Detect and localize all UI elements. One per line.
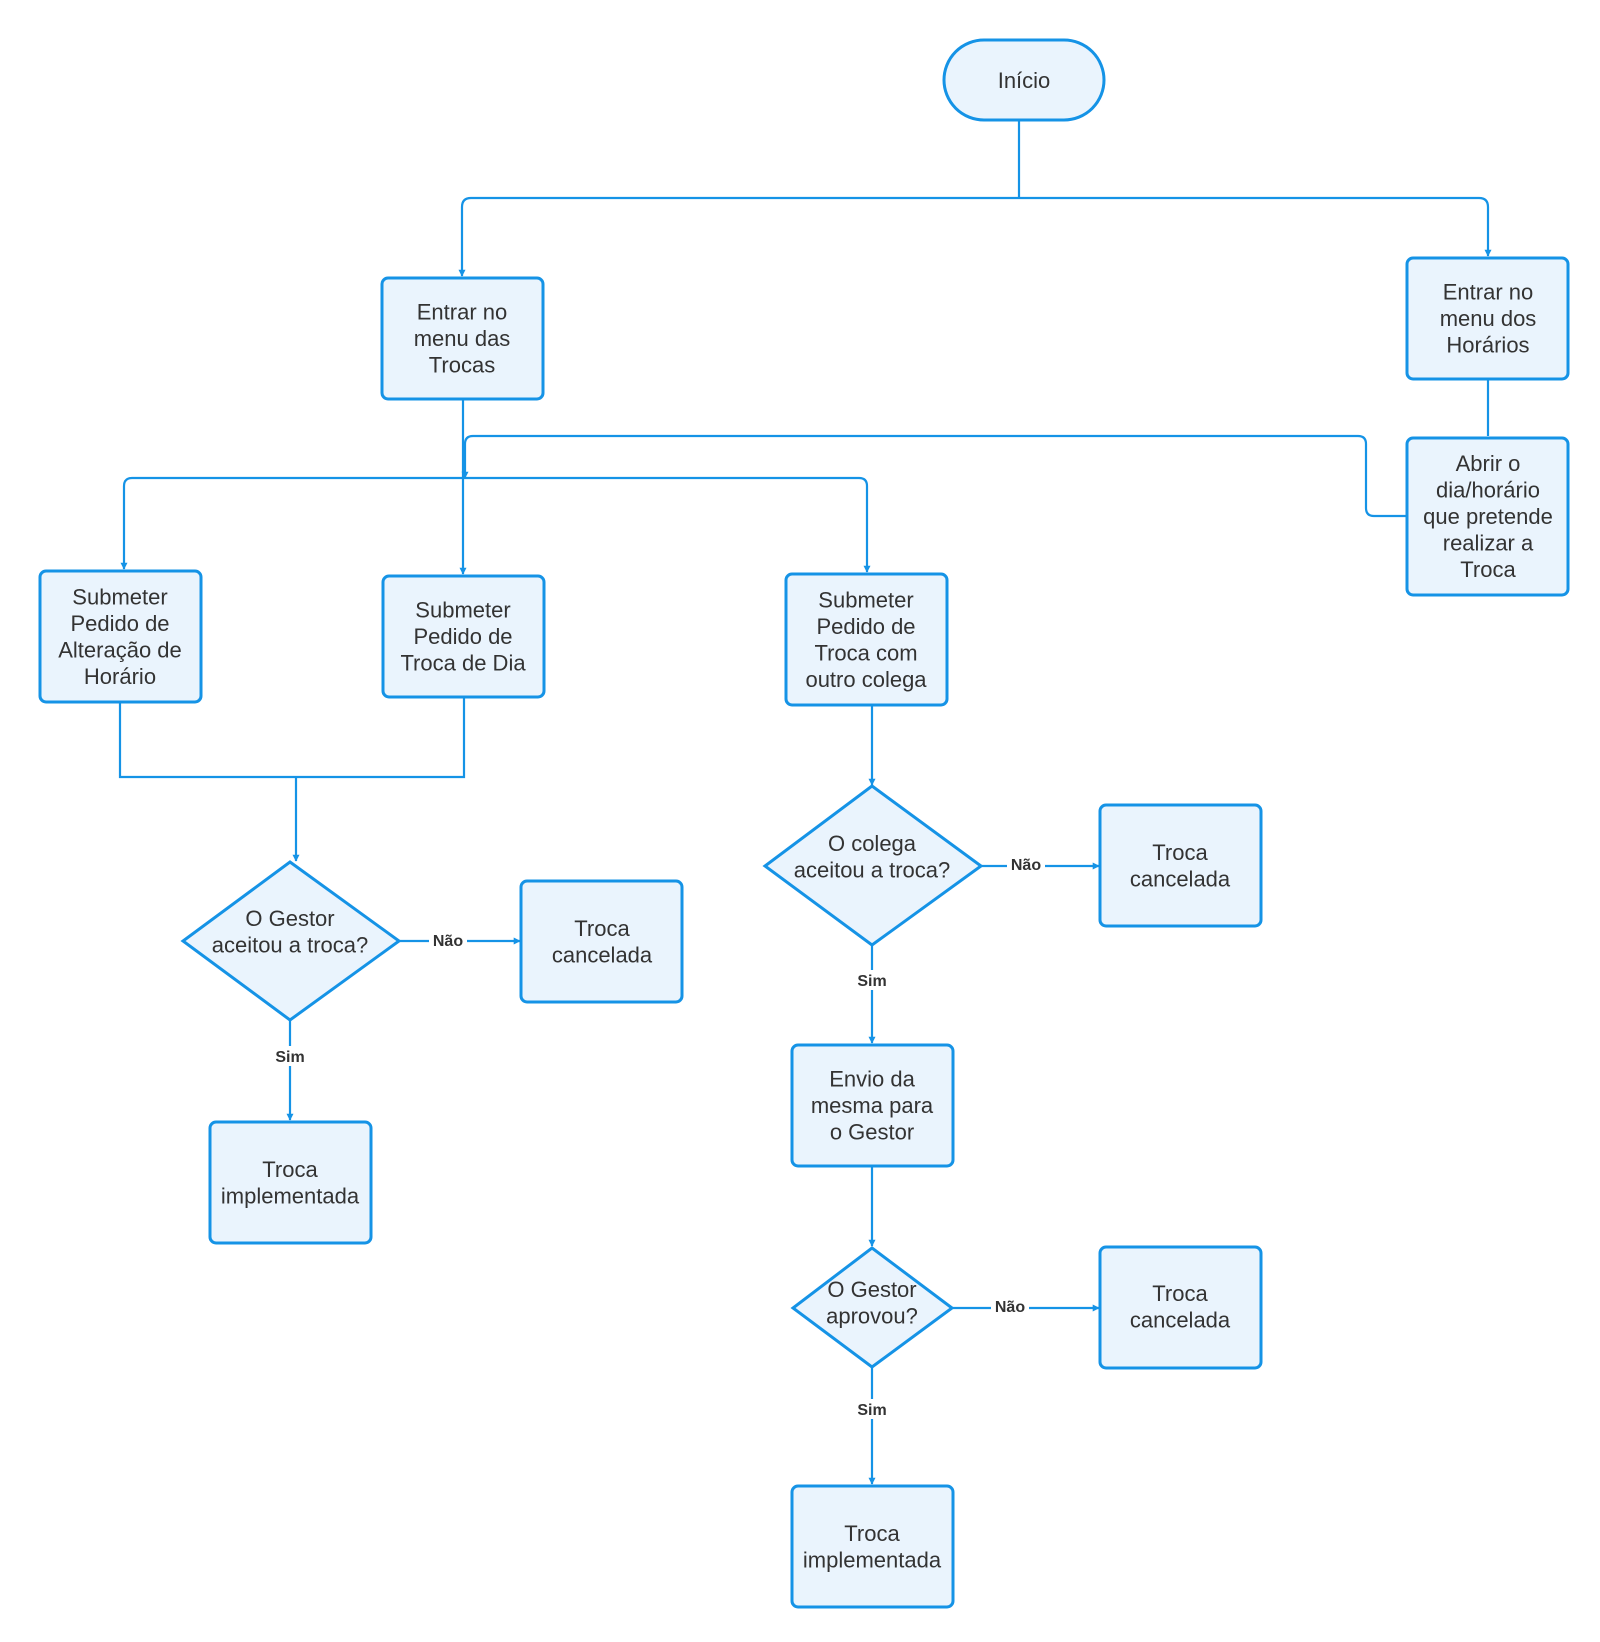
menu-horarios-node[interactable] (1405, 256, 1570, 381)
connector-to-pedido-alteracao (120, 476, 463, 570)
colega-aceitou-decision[interactable] (762, 784, 984, 947)
node-label-line: cancelada (552, 942, 653, 967)
node-label-line: cancelada (1130, 1307, 1231, 1332)
node-label-line: Troca (1152, 1281, 1208, 1306)
connectors (118, 120, 1492, 1485)
node-label-line: outro colega (805, 667, 927, 692)
edge-label-bg (991, 1296, 1029, 1316)
connector-abrir-back (461, 434, 1409, 518)
node-label-line: Entrar no (417, 300, 508, 325)
edge-label-colega-nao: Não (1011, 857, 1041, 874)
node-label-line: menu das (414, 326, 511, 351)
node-label-line: Pedido de (816, 614, 915, 639)
edge-labels: Não Sim Não Sim Não Sim (272, 854, 1045, 1419)
node-label-line: Entrar no (1443, 280, 1534, 305)
node-label-line: Troca (1152, 840, 1208, 865)
node-label-line: menu dos (1440, 306, 1537, 331)
node-label-line: Abrir o (1456, 451, 1521, 476)
node-label-line: o Gestor (830, 1120, 914, 1145)
node-label-line: Troca (1460, 557, 1516, 582)
gestor-aprovou-decision[interactable] (790, 1246, 955, 1369)
node-label-line: Submeter (415, 598, 510, 623)
start-node[interactable] (942, 38, 1106, 122)
node-label-line: Envio da (829, 1067, 915, 1092)
connector-to-pedido-colega (463, 476, 871, 573)
edge-label-gestor-nao: Não (433, 933, 463, 950)
envio-gestor-node[interactable] (790, 1043, 955, 1168)
node-label-line: Submeter (818, 587, 913, 612)
node-label-line: implementada (803, 1547, 942, 1572)
edge-label-colega-sim: Sim (857, 973, 886, 990)
edge-label-bg (854, 970, 890, 990)
node-label-line: aceitou a troca? (212, 932, 369, 957)
connector-to-menu-horarios (1019, 196, 1492, 257)
cancelada-1-node[interactable] (519, 879, 684, 1004)
node-label-line: Trocas (429, 353, 495, 378)
edge-label-bg (429, 930, 467, 950)
edge-label-aprovou-nao: Não (995, 1299, 1025, 1316)
abrir-dia-node[interactable] (1405, 436, 1570, 597)
pedido-dia-node[interactable] (381, 574, 546, 699)
node-label-line: Horários (1446, 333, 1529, 358)
implementada-2-node[interactable] (790, 1484, 955, 1609)
node-label-line: Troca (262, 1157, 318, 1182)
edge-label-bg (272, 1046, 308, 1066)
node-label-line: realizar a (1443, 531, 1534, 556)
cancelada-2-node[interactable] (1098, 803, 1263, 928)
node-label-line: aprovou? (826, 1303, 918, 1328)
node-label-line: Alteração de (58, 637, 182, 662)
cancelada-3-node[interactable] (1098, 1245, 1263, 1370)
menu-trocas-node[interactable] (380, 276, 545, 401)
connector-merge-left (118, 698, 466, 779)
node-label-line: Troca (844, 1521, 900, 1546)
node-label-line: implementada (221, 1183, 360, 1208)
node-label-line: dia/horário (1436, 478, 1540, 503)
node-label-line: O Gestor (245, 906, 334, 931)
node-label-line: cancelada (1130, 866, 1231, 891)
pedido-alteracao-node[interactable] (38, 569, 203, 704)
node-label-line: O Gestor (827, 1277, 916, 1302)
node-label-line: Troca de Dia (400, 651, 526, 676)
node-label-line: O colega (828, 831, 917, 856)
start-label: Início (998, 68, 1051, 93)
node-label-line: que pretende (1423, 504, 1553, 529)
node-label-line: Horário (84, 664, 156, 689)
node-label-line: mesma para (811, 1093, 934, 1118)
node-label-line: Pedido de (413, 624, 512, 649)
node-label-line: aceitou a troca? (794, 857, 951, 882)
edge-label-aprovou-sim: Sim (857, 1402, 886, 1419)
node-label-line: Pedido de (70, 611, 169, 636)
implementada-1-node[interactable] (208, 1120, 373, 1245)
edge-label-bg (854, 1399, 890, 1419)
node-label-line: Troca (574, 916, 630, 941)
connector-split-top (458, 196, 1019, 277)
pedido-colega-node[interactable] (784, 572, 949, 707)
node-label-line: Submeter (72, 584, 167, 609)
node-label-line: Troca com (814, 640, 917, 665)
gestor-aceitou-decision[interactable] (180, 860, 402, 1022)
edge-label-gestor-sim: Sim (275, 1049, 304, 1066)
node-label-line: Início (998, 68, 1051, 93)
edge-label-bg (1007, 854, 1045, 874)
